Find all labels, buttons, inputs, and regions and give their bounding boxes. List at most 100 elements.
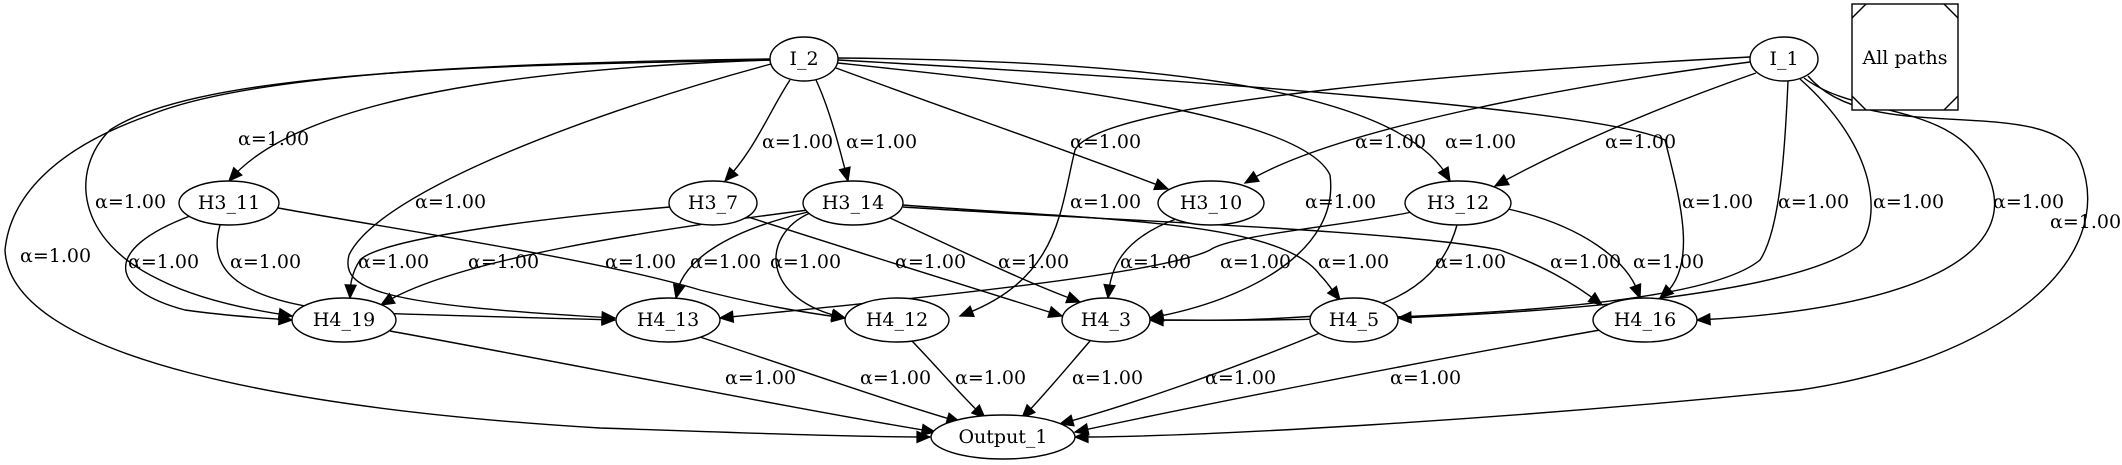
edge-i1-to-h310: α=1.00 — [1243, 61, 1751, 184]
edge-weight-label: α=1.00 — [20, 245, 91, 267]
arrow-head-icon — [379, 292, 396, 306]
arrow-head-icon — [601, 313, 617, 326]
edge-weight-label: α=1.00 — [230, 251, 301, 273]
edge-line — [349, 206, 671, 299]
edge-weight-label: α=1.00 — [1220, 251, 1291, 273]
node-output-1: Output_1 — [930, 414, 1076, 460]
edge-i2-to-h312: α=1.00 — [837, 57, 1516, 183]
edge-weight-label: α=1.00 — [1390, 367, 1461, 389]
node-ellipse — [1404, 180, 1512, 226]
edge-line — [837, 59, 1685, 299]
arrow-head-icon — [1020, 403, 1037, 420]
edge-h314-to-h413: α=1.00 — [672, 211, 809, 300]
edge-line — [347, 63, 772, 319]
edge-weight-label: α=1.00 — [1993, 191, 2064, 213]
edge-i1-to-h45: α=1.00 — [1396, 78, 1944, 324]
edge-line — [902, 204, 1341, 301]
node-h3-14: H3_14 — [802, 180, 904, 226]
node-h4-12: H4_12 — [844, 297, 950, 343]
edge-h314-to-h416: α=1.00 — [902, 206, 1621, 306]
node-ellipse — [178, 180, 280, 226]
arrow-head-icon — [1153, 178, 1170, 191]
node-label: I_1 — [1769, 48, 1798, 70]
arrow-head-icon — [1058, 414, 1075, 427]
edge-weight-label: α=1.00 — [415, 191, 486, 213]
edge-line — [1149, 224, 1458, 321]
arrow-head-icon — [1396, 311, 1412, 324]
edge-weight-label: α=1.00 — [1873, 191, 1944, 213]
edge-line — [775, 212, 846, 319]
node-label: H4_12 — [866, 309, 928, 331]
node-i-2: I_2 — [769, 36, 839, 82]
edge-weight-label: α=1.00 — [468, 251, 539, 273]
edge-i2-to-h416: α=1.00 — [837, 59, 1753, 300]
edge-line — [389, 330, 936, 433]
edge-line — [724, 79, 791, 182]
edge-i2-to-h419: α=1.00 — [85, 59, 771, 321]
edge-weight-label: α=1.00 — [955, 367, 1026, 389]
node-ellipse — [291, 297, 397, 343]
edge-weight-label: α=1.00 — [1355, 131, 1426, 153]
node-h4-3: H4_3 — [1061, 297, 1151, 343]
arrow-head-icon — [1695, 312, 1711, 326]
edge-i2-to-h311: α=1.00 — [227, 59, 771, 183]
arrow-head-icon — [1243, 170, 1260, 184]
node-label: I_2 — [789, 48, 818, 70]
node-label: H3_14 — [822, 192, 884, 214]
edge-h419-to-output1: α=1.00 — [389, 330, 937, 437]
edge-line — [1074, 329, 1601, 433]
edge-line — [1494, 72, 1757, 187]
node-label: Output_1 — [958, 426, 1047, 448]
node-label: H3_10 — [1180, 192, 1242, 214]
arrow-head-icon — [672, 283, 686, 300]
arrow-head-icon — [227, 166, 243, 183]
edge-weight-label: α=1.00 — [128, 251, 199, 273]
node-h3-12: H3_12 — [1404, 180, 1512, 226]
node-ellipse — [769, 36, 839, 82]
edge-weight-label: α=1.00 — [2050, 211, 2121, 233]
node-ellipse — [668, 180, 758, 226]
edge-weight-label: α=1.00 — [1070, 191, 1141, 213]
node-ellipse — [802, 180, 904, 226]
edge-line — [837, 57, 1451, 182]
edge-h312-to-h416: α=1.00 — [1507, 208, 1704, 300]
edge-weight-label: α=1.00 — [762, 131, 833, 153]
edge-line — [85, 59, 771, 317]
arrow-head-icon — [278, 312, 294, 326]
edge-h45-to-output1: α=1.00 — [1058, 332, 1321, 427]
edge-weight-label: α=1.00 — [358, 251, 429, 273]
edge-line — [835, 67, 1169, 190]
edge-weight-label: α=1.00 — [1435, 251, 1506, 273]
edge-h37-to-h419: α=1.00 — [344, 206, 671, 300]
edge-line — [959, 56, 1751, 317]
edge-i2-to-h314: α=1.00 — [815, 79, 917, 183]
arrow-head-icon — [723, 166, 739, 183]
edge-line — [837, 62, 1332, 319]
arrow-head-icon — [1493, 173, 1511, 187]
edge-weight-label: α=1.00 — [770, 251, 841, 273]
edge-h314-to-h43: α=1.00 — [889, 217, 1082, 304]
node-ellipse — [930, 414, 1076, 460]
edge-weight-label: α=1.00 — [95, 191, 166, 213]
edge-h311-to-h419: α=1.00 — [125, 215, 294, 326]
edge-line — [1244, 61, 1751, 184]
edge-line — [699, 336, 961, 423]
arrow-head-icon — [1629, 283, 1642, 300]
arrow-head-icon — [830, 308, 847, 321]
edge-line — [228, 59, 771, 182]
node-ellipse — [844, 297, 950, 343]
edge-weight-label: α=1.00 — [860, 367, 931, 389]
arrow-head-icon — [1326, 285, 1341, 302]
arrow-head-icon — [1148, 313, 1164, 327]
edge-weight-label: α=1.00 — [690, 251, 761, 273]
edge-i1-to-h412: α=1.00 — [958, 56, 1751, 318]
node-label: H4_13 — [637, 309, 699, 331]
node-h4-16: H4_16 — [1592, 297, 1698, 343]
node-ellipse — [1157, 180, 1265, 226]
edge-line — [747, 216, 1063, 317]
node-ellipse — [1592, 297, 1698, 343]
edge-h314-to-h412: α=1.00 — [770, 212, 847, 321]
edge-line — [125, 215, 293, 321]
